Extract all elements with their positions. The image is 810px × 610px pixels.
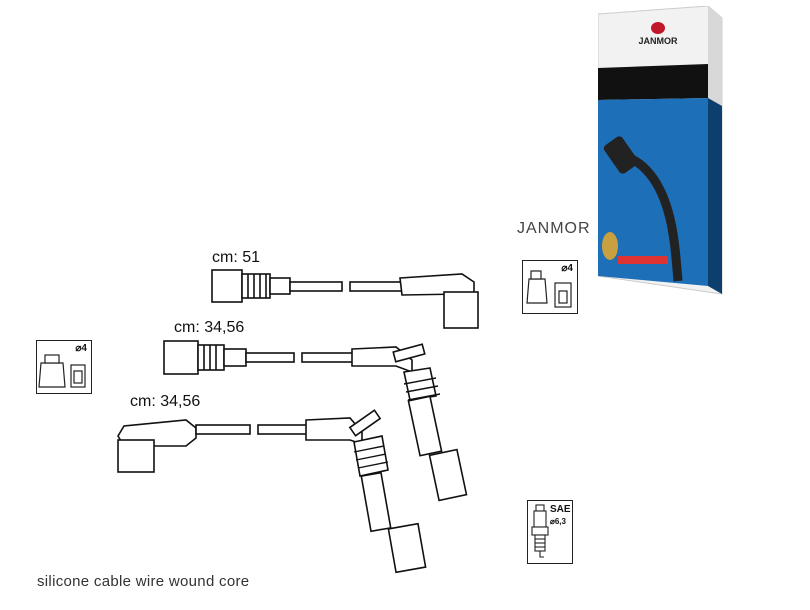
distributor-cap-icon <box>38 354 86 388</box>
distributor-cap-icon <box>526 270 572 308</box>
plug-diameter-label: ⌀6,3 <box>550 517 566 526</box>
spark-plug-icon-box: SAE ⌀6,3 <box>527 500 573 564</box>
sae-label: SAE <box>550 504 571 515</box>
cable-label-1: cm: 51 <box>212 249 261 266</box>
cable-label-2: cm: 34,56 <box>174 319 245 336</box>
diameter-label: ⌀4 <box>561 263 573 274</box>
logo-swirl-icon <box>651 22 665 34</box>
product-caption: silicone cable wire wound core <box>37 573 250 590</box>
brand-name: JANMOR <box>517 220 591 237</box>
cable-3 <box>117 409 427 574</box>
cable-2 <box>163 340 468 502</box>
logo-text: JANMOR <box>638 36 678 46</box>
distributor-cap-icon-right: ⌀4 <box>522 260 578 314</box>
product-box-image <box>598 6 723 295</box>
spark-plug-icon <box>531 504 549 558</box>
diameter-label: ⌀4 <box>75 343 87 354</box>
distributor-cap-icon-left: ⌀4 <box>36 340 92 394</box>
box-logo: JANMOR <box>628 22 688 46</box>
cable-label-3: cm: 34,56 <box>130 393 201 410</box>
cable-1 <box>211 269 479 329</box>
